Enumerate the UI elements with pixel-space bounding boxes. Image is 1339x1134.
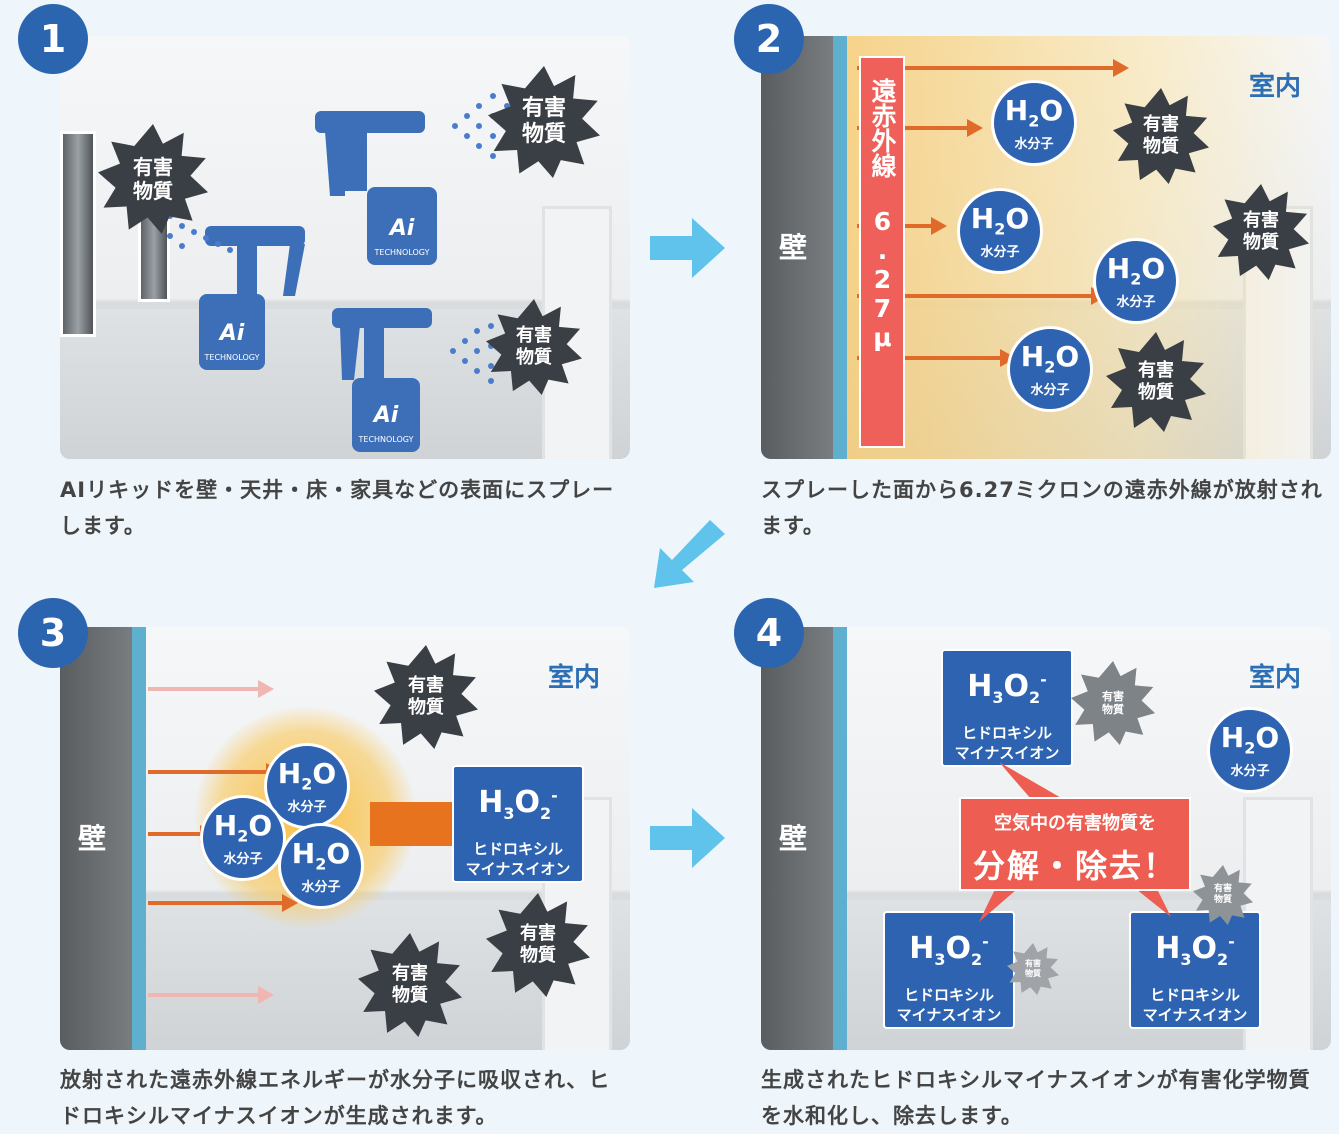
hydroxyl-ion-box: H3O2- ヒドロキシル マイナスイオン — [941, 649, 1073, 767]
step-number-3: 3 — [18, 598, 88, 668]
hydroxyl-ion-box: H3O2- ヒドロキシル マイナスイオン — [883, 911, 1015, 1029]
decompose-callout: 空気中の有害物質を 分解・除去！ — [959, 797, 1191, 891]
wall: 壁 — [761, 627, 833, 1050]
infrared-ray — [857, 119, 983, 137]
conversion-arrow — [370, 784, 500, 864]
harmful-substance-badge-faded: 有害 物質 — [1193, 865, 1253, 925]
wall: 壁 — [60, 627, 132, 1050]
infrared-ray — [148, 986, 274, 1004]
svg-text:TECHNOLOGY: TECHNOLOGY — [358, 435, 414, 444]
harmful-substance-badge: 有害 物質 — [1106, 332, 1206, 432]
infrared-ray — [148, 680, 274, 698]
harmful-substance-badge-faded: 有害 物質 — [1071, 661, 1155, 745]
infrared-ray — [148, 825, 216, 843]
svg-text:Ai: Ai — [218, 321, 245, 346]
step4-caption: 生成されたヒドロキシルマイナスイオンが有害化学物質を水和化し、除去します。 — [761, 1068, 1311, 1128]
step-number-1: 1 — [18, 4, 88, 74]
harmful-substance-badge: 有害 物質 — [488, 66, 600, 178]
harmful-substance-badge: 有害 物質 — [98, 124, 208, 234]
wall: 壁 — [761, 36, 833, 459]
wall-coating — [833, 36, 847, 459]
wall-coating — [833, 627, 847, 1050]
flow-arrow-down-left-icon — [654, 520, 725, 588]
harmful-substance-badge: 有害 物質 — [374, 645, 478, 749]
infrared-ray — [148, 894, 298, 912]
room-label: 室内 — [1248, 72, 1301, 102]
harmful-substance-badge: 有害 物質 — [358, 933, 462, 1037]
step1-panel: Ai TECHNOLOGY Ai TECHNOLOGY Ai TECHNOLOG… — [60, 36, 630, 459]
spray-mist-icon — [450, 323, 494, 384]
svg-text:TECHNOLOGY: TECHNOLOGY — [204, 353, 260, 362]
room-label: 室内 — [547, 663, 600, 693]
infrared-ray — [148, 763, 282, 781]
step3-caption: 放射された遠赤外線エネルギーが水分子に吸収され、ヒドロキシルマイナスイオンが生成… — [60, 1068, 611, 1128]
svg-text:TECHNOLOGY: TECHNOLOGY — [374, 248, 430, 257]
step-number-2: 2 — [734, 4, 804, 74]
svg-text:Ai: Ai — [372, 403, 399, 428]
step-number-4: 4 — [734, 598, 804, 668]
infrared-label-bar: 遠赤外線 6.27μ — [859, 56, 905, 448]
spray-gun-icon: Ai TECHNOLOGY — [332, 308, 432, 452]
step2-caption: スプレーした面から6.27ミクロンの遠赤外線が放射されます。 — [761, 478, 1323, 538]
harmful-substance-badge-faded: 有害 物質 — [1007, 943, 1059, 995]
flow-arrow-right-icon — [650, 808, 725, 868]
wall-coating — [132, 627, 146, 1050]
step1-caption: AIリキッドを壁・天井・床・家具などの表面にスプレーします。 — [60, 478, 615, 538]
harmful-substance-badge: 有害 物質 — [486, 299, 582, 395]
harmful-substance-badge: 有害 物質 — [486, 893, 590, 997]
hydroxyl-ion-box: H3O2- ヒドロキシル マイナスイオン — [452, 765, 584, 883]
hydroxyl-ion-box: H3O2- ヒドロキシル マイナスイオン — [1129, 911, 1261, 1029]
window — [60, 131, 96, 337]
flow-arrow-right-icon — [650, 218, 725, 278]
harmful-substance-badge: 有害 物質 — [1113, 88, 1209, 184]
infrared-ray — [857, 59, 1129, 77]
spray-gun-icon: Ai TECHNOLOGY — [315, 111, 437, 265]
svg-text:Ai: Ai — [388, 216, 415, 241]
room-label: 室内 — [1248, 663, 1301, 693]
harmful-substance-badge: 有害 物質 — [1213, 184, 1309, 280]
spray-gun-icon: Ai TECHNOLOGY — [199, 226, 305, 370]
